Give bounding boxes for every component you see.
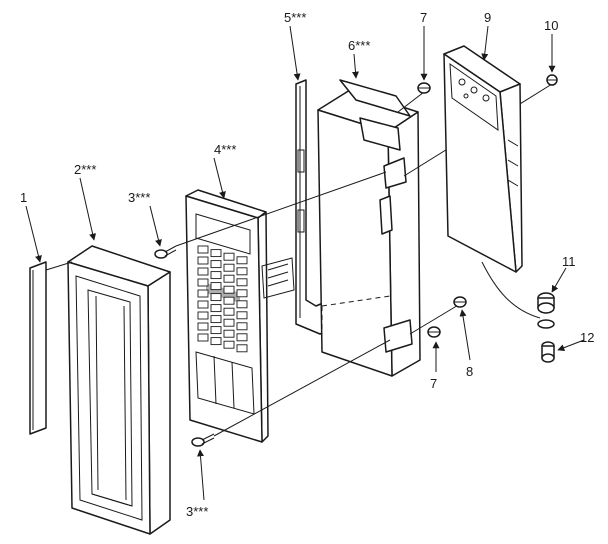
- keypad-key: [197, 333, 209, 342]
- screw-lower-part: [191, 433, 215, 447]
- callout-3-lower: 3***: [186, 504, 208, 519]
- keypad-key: [210, 293, 222, 302]
- keypad-key: [197, 300, 209, 309]
- control-panel-keypad-part: [185, 189, 295, 443]
- callout-10: 10: [544, 18, 558, 33]
- keypad-key: [210, 326, 222, 335]
- callout-5: 5***: [284, 10, 306, 25]
- screw-side-part: [453, 296, 467, 308]
- keypad-key: [236, 333, 248, 342]
- keypad-key: [223, 285, 235, 294]
- callout-7-bottom: 7: [430, 376, 437, 391]
- screw-upper-part: [154, 245, 177, 259]
- connector-bolt-part: [541, 341, 555, 363]
- keypad-key: [197, 245, 209, 254]
- keypad-key: [223, 296, 235, 305]
- keypad-key: [236, 344, 248, 353]
- callout-1: 1: [20, 190, 27, 205]
- callout-6: 6***: [348, 38, 370, 53]
- keypad-key: [223, 340, 235, 349]
- keypad-key: [236, 322, 248, 331]
- callout-labels: 1 2*** 3*** 3*** 4*** 5*** 6*** 7 7 8 9 …: [20, 10, 594, 519]
- callout-12: 12: [580, 330, 594, 345]
- keypad-key: [236, 311, 248, 320]
- keypad-key: [223, 252, 235, 261]
- callout-4: 4***: [214, 142, 236, 157]
- keypad-key: [210, 282, 222, 291]
- circuit-board-part: [443, 45, 541, 319]
- connector-nut-part: [537, 292, 555, 329]
- leader-lines: [25, 25, 585, 501]
- keypad-key: [236, 300, 248, 309]
- keypad-key: [197, 278, 209, 287]
- board-screw-part: [546, 74, 558, 86]
- keypad-key: [197, 267, 209, 276]
- keypad-key: [210, 304, 222, 313]
- keypad-key: [236, 289, 248, 298]
- keypad-key: [197, 311, 209, 320]
- keypad-key: [223, 307, 235, 316]
- screw-top-part: [417, 82, 431, 94]
- keypad-key: [223, 318, 235, 327]
- callout-11: 11: [562, 254, 576, 269]
- control-housing-part: [317, 79, 421, 377]
- keypad-key: [210, 271, 222, 280]
- keypad-key: [236, 256, 248, 265]
- keypad-key: [210, 260, 222, 269]
- keypad-key: [223, 263, 235, 272]
- keypad-key: [236, 267, 248, 276]
- screw-bottom-part: [427, 326, 441, 338]
- window-film-part: [29, 261, 47, 435]
- callout-8: 8: [466, 364, 473, 379]
- keypad-key: [210, 315, 222, 324]
- keypad-key: [223, 274, 235, 283]
- callout-2: 2***: [74, 162, 96, 177]
- keypad-key: [210, 337, 222, 346]
- callout-7-top: 7: [420, 10, 427, 25]
- door-frame-part: [67, 245, 171, 535]
- keypad-key: [236, 278, 248, 287]
- keypad-key: [197, 289, 209, 298]
- callout-3-upper: 3***: [128, 190, 150, 205]
- keypad-key: [197, 322, 209, 331]
- keypad-key: [210, 249, 222, 258]
- keypad-key: [197, 256, 209, 265]
- alignment-lines: [45, 83, 553, 437]
- keypad-key: [223, 329, 235, 338]
- keypad-grid: [197, 245, 248, 353]
- callout-9: 9: [484, 10, 491, 25]
